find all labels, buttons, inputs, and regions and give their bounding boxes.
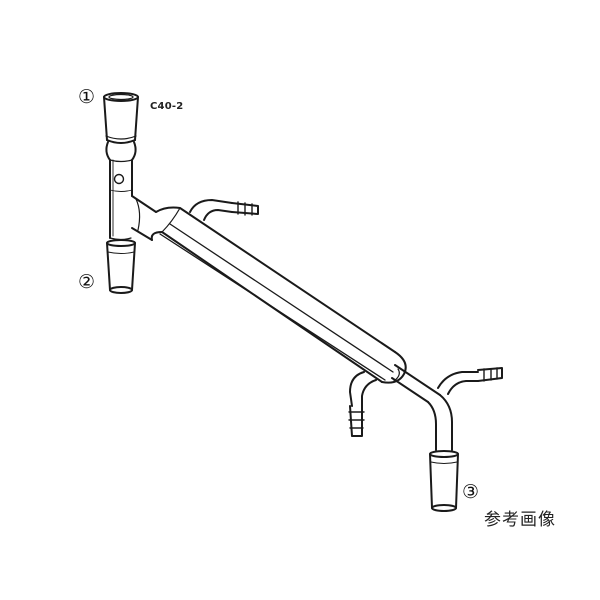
condenser-jacket: [150, 206, 407, 384]
lower-left-joint: [106, 239, 136, 294]
callout-1: ①: [78, 86, 96, 108]
right-elbow-tube: [391, 364, 453, 451]
right-hose-barb: [437, 367, 503, 395]
callout-2: ②: [78, 271, 96, 293]
lower-right-joint: [429, 450, 459, 512]
lower-hose-barb: [348, 371, 377, 437]
side-arm: [131, 195, 157, 241]
model-code-label: C40-2: [150, 101, 184, 112]
vertical-tube: [109, 159, 133, 241]
reference-image-caption: 参考画像: [484, 510, 556, 530]
upper-hose-barb: [189, 199, 259, 221]
top-joint: [103, 92, 139, 163]
callout-3: ③: [462, 481, 480, 503]
